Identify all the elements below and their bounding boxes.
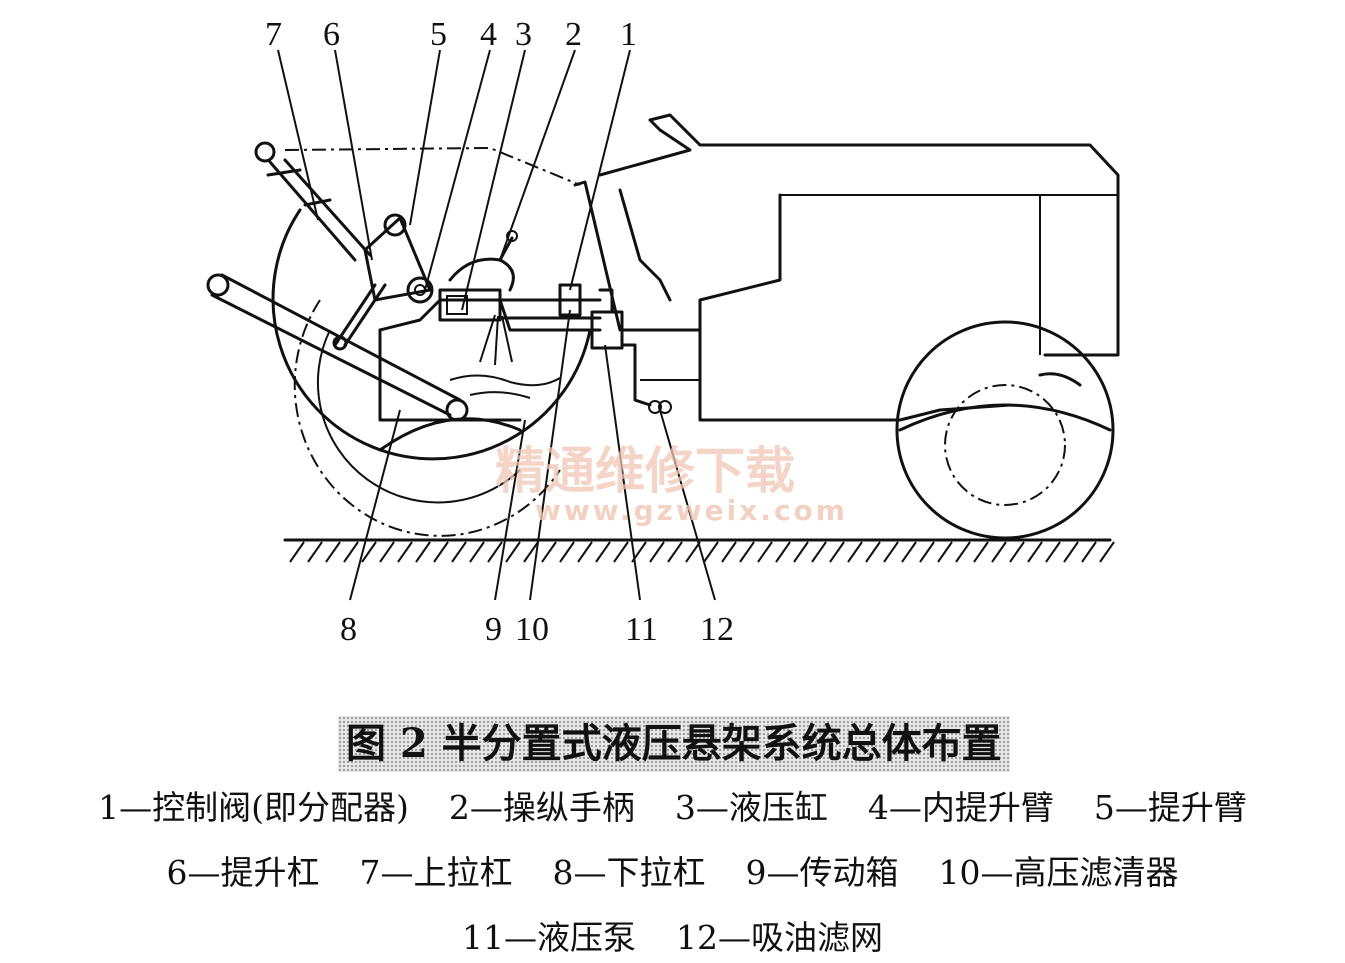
lift-arm: [363, 213, 434, 304]
label-6: 6: [323, 16, 340, 53]
hydraulic-hitch-diagram: 7 6 5 4 3 2 1 8 9 10 11 12 精通维修下载 www.gz…: [206, 16, 1120, 648]
legend-item: 11—液压泵: [462, 918, 636, 957]
label-5: 5: [430, 16, 447, 53]
legend-item: 8—下拉杠: [552, 853, 706, 892]
label-4: 4: [480, 16, 497, 53]
legend-item: 9—传动箱: [745, 853, 899, 892]
label-2: 2: [565, 16, 582, 53]
legend-item: 12—吸油滤网: [676, 918, 883, 957]
legend-item: 7—上拉杠: [359, 853, 513, 892]
legend-item: 1—控制阀(即分配器): [98, 788, 409, 827]
label-8: 8: [340, 611, 357, 648]
legend-item: 5—提升臂: [1093, 788, 1247, 827]
label-10: 10: [515, 611, 549, 648]
front-wheel: [895, 320, 1115, 540]
legend-item: 4—内提升臂: [867, 788, 1054, 827]
legend-item: 10—高压滤清器: [938, 853, 1179, 892]
figure-caption: 图 2 半分置式液压悬架系统总体布置: [338, 716, 1010, 772]
label-3: 3: [515, 16, 532, 53]
legend-row-3: 11—液压泵 12—吸油滤网: [0, 915, 1345, 961]
leader-lines: [277, 49, 716, 601]
legend-row-1: 1—控制阀(即分配器) 2—操纵手柄 3—液压缸 4—内提升臂 5—提升臂: [0, 785, 1345, 831]
upper-link: [254, 141, 372, 262]
label-12: 12: [700, 611, 734, 648]
legend-item: 3—液压缸: [674, 788, 828, 827]
lower-link: [206, 273, 469, 422]
hydraulic-pump: [590, 288, 672, 414]
watermark-text: 精通维修下载: [495, 441, 795, 500]
watermark: 精通维修下载 www.gzweix.com: [495, 441, 848, 527]
legend-item: 2—操纵手柄: [448, 788, 635, 827]
hydraulic-cylinder: [438, 230, 602, 322]
top-labels: 7 6 5 4 3 2 1: [265, 16, 637, 53]
watermark-url: www.gzweix.com: [535, 494, 848, 527]
label-9: 9: [485, 611, 502, 648]
bottom-labels: 8 9 10 11 12: [340, 611, 734, 648]
legend-row-2: 6—提升杠 7—上拉杠 8—下拉杠 9—传动箱 10—高压滤清器: [0, 850, 1345, 896]
label-7: 7: [265, 16, 282, 53]
legend-item: 6—提升杠: [166, 853, 320, 892]
label-1: 1: [620, 16, 637, 53]
oil-spray: [479, 314, 513, 366]
label-11: 11: [625, 611, 658, 648]
